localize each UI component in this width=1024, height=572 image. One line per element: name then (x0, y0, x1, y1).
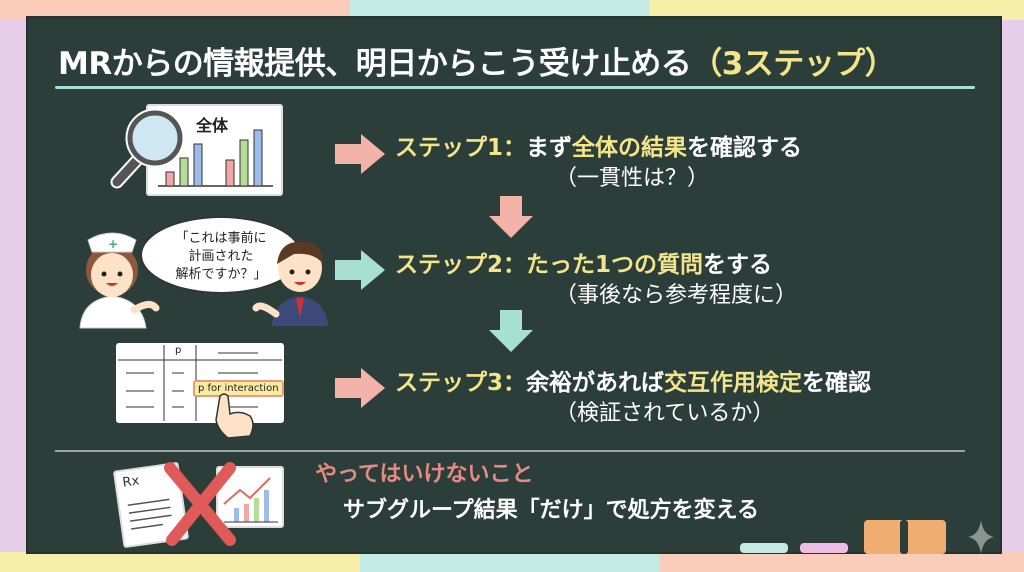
step-text: 余裕があれば (526, 370, 665, 396)
step-text: を確認 (802, 370, 872, 396)
divider (55, 450, 965, 452)
right-arrow-icon (335, 250, 385, 290)
speech-line: 「これは事前に (175, 231, 267, 246)
speech-line: 計画された (188, 249, 254, 264)
text-lines (127, 498, 172, 530)
frame-bottom-pink (660, 552, 1024, 572)
p-interaction-highlight: p for interaction (193, 380, 284, 397)
title-main: MRからの情報提供、明日からこう受け止める (58, 46, 692, 82)
magnifier-icon (110, 108, 185, 189)
step-highlight: 交互作用検定 (664, 370, 803, 396)
right-arrow-icon (335, 134, 385, 174)
step-text: をする (703, 252, 773, 278)
results-table-card: p p for interaction (116, 343, 284, 423)
svg-text:+: + (108, 237, 118, 251)
step-1: ステップ1：まず全体の結果を確認する (395, 128, 802, 162)
step-highlight: 全体の結果 (572, 135, 688, 161)
cross-icon (164, 462, 236, 546)
title-accent: （3ステップ） (691, 46, 896, 82)
step-highlight: たった1つの質問 (526, 252, 704, 278)
frame-bottom-teal (360, 552, 660, 572)
right-arrow-icon (335, 368, 385, 408)
table-header-p: p (175, 345, 182, 356)
frame-top-pink (0, 0, 350, 20)
step-label: ステップ1： (395, 135, 527, 161)
prescription-card: Rx (112, 461, 190, 549)
dont-text: サブグループ結果「だけ」で処方を変える (343, 498, 760, 523)
nurse-icon: + (79, 232, 160, 329)
dont-title: やってはいけないこと (315, 462, 534, 487)
frame-bottom-yellow (0, 552, 360, 572)
pointing-hand-icon (215, 393, 254, 439)
step-text: まず (526, 135, 573, 161)
step-2-note: （事後なら参考程度に） (555, 283, 798, 308)
speech-line: 解析ですか？」 (175, 267, 267, 282)
chart-label: 全体 (196, 116, 229, 135)
step-3-note: （検証されているか） (555, 401, 775, 426)
step-2: ステップ2：たった1つの質問をする (395, 245, 772, 279)
table-lines (118, 345, 282, 421)
page-title: MRからの情報提供、明日からこう受け止める（3ステップ） (58, 38, 896, 83)
title-underline (55, 86, 975, 89)
bar-chart-icon (158, 129, 273, 187)
step-3: ステップ3：余裕があれば交互作用検定を確認 (395, 363, 871, 397)
chalk-pink (800, 543, 848, 553)
step-label: ステップ3： (395, 370, 527, 396)
trend-chart-icon (223, 477, 278, 523)
chalk-teal (740, 543, 788, 553)
frame-top-yellow (650, 0, 1024, 20)
sparkle-icon (968, 520, 994, 554)
step-text: を確認する (687, 135, 803, 161)
eraser (864, 520, 946, 554)
step-label: ステップ2： (395, 252, 527, 278)
frame-top-teal (350, 0, 650, 20)
step-1-note: （一貫性は？） (555, 166, 710, 191)
down-arrow-icon (489, 196, 533, 238)
mr-salesman-icon (252, 241, 328, 326)
speech-bubble: 「これは事前に 計画された 解析ですか？」 (140, 216, 302, 294)
down-arrow-icon (489, 310, 533, 352)
